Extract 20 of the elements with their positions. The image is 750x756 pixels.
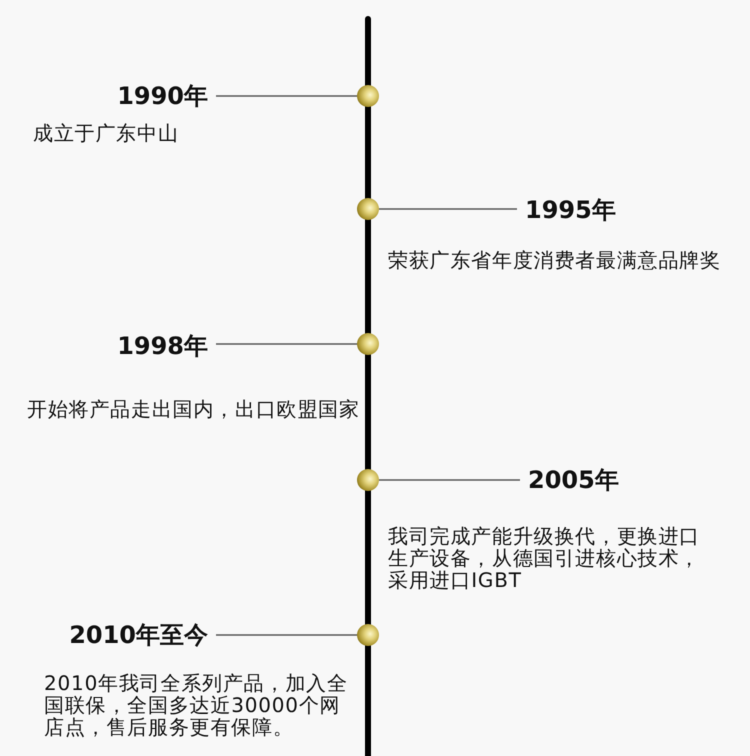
leader-line (216, 95, 357, 97)
timeline-dot (357, 469, 379, 491)
event-description: 我司完成产能升级换代，更换进口生产设备，从德国引进核心技术，采用进口IGBT (388, 525, 701, 591)
year-heading: 1998年 (109, 330, 216, 362)
event-description: 2010年我司全系列产品，加入全国联保，全国多达近30000个网店点，售后服务更有保障。 (44, 672, 349, 738)
timeline-dot (357, 333, 379, 355)
leader-line (216, 343, 357, 345)
event-description: 荣获广东省年度消费者最满意品牌奖 (388, 249, 722, 271)
timeline-dot (357, 198, 379, 220)
leader-line (379, 479, 520, 481)
event-description: 开始将产品走出国内，出口欧盟国家 (27, 398, 361, 420)
year-heading: 1990年 (109, 80, 216, 112)
year-heading: 1995年 (517, 194, 624, 226)
event-description: 成立于广东中山 (33, 122, 180, 144)
timeline-dot (357, 624, 379, 646)
year-heading: 2010年至今 (61, 619, 216, 651)
year-heading: 2005年 (520, 464, 627, 496)
timeline-dot (357, 85, 379, 107)
leader-line (216, 634, 357, 636)
leader-line (379, 208, 517, 210)
